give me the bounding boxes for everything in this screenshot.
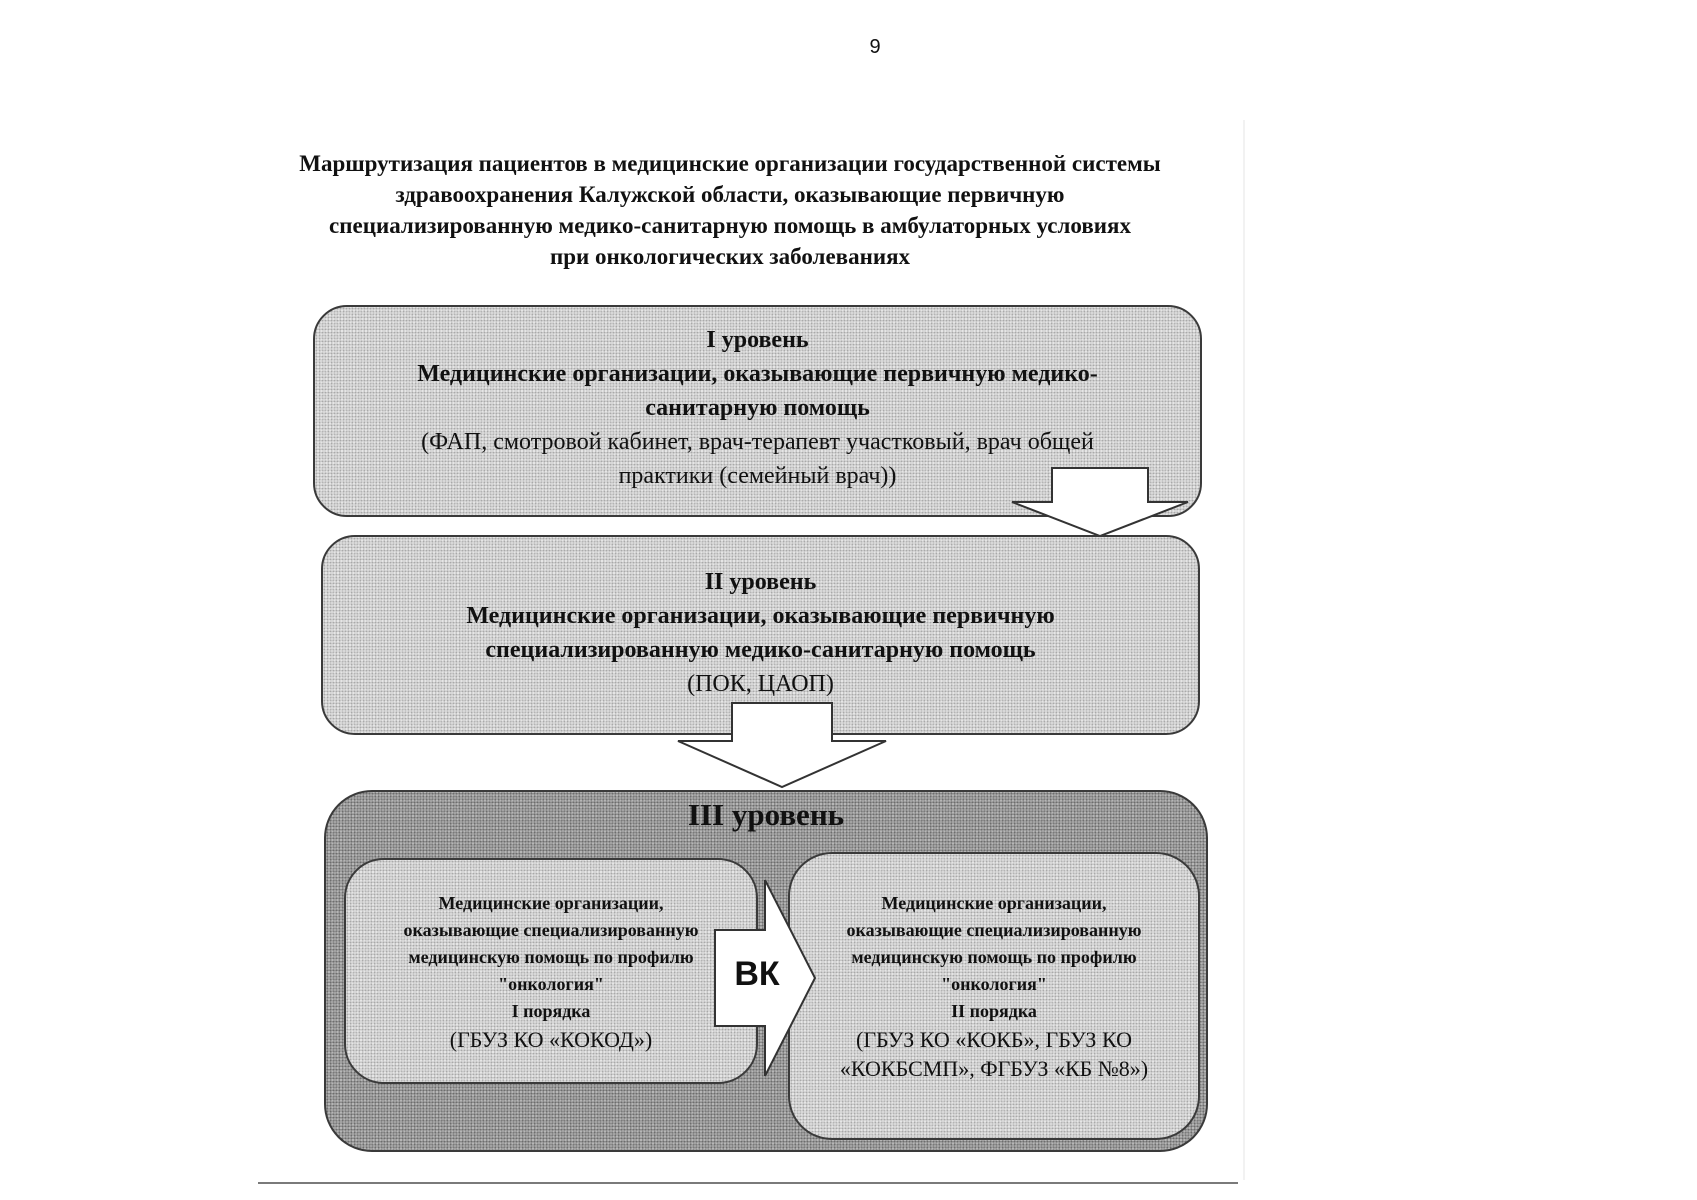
level-3-first-order-box: Медицинские организации, оказывающие спе…	[344, 858, 758, 1084]
second-order-text: медицинскую помощь по профилю	[851, 947, 1137, 967]
bottom-rule	[258, 1182, 1238, 1184]
first-order-text: Медицинские организации,	[438, 893, 664, 913]
level-1-heading: I уровень	[706, 327, 809, 353]
second-order-detail: «КОКБСМП», ФГБУЗ «КБ №8»)	[839, 1056, 1149, 1081]
scan-edge-line	[1243, 120, 1245, 1180]
level-1-description: Медицинские организации, оказывающие пер…	[417, 361, 1098, 387]
title-line: при онкологических заболеваниях	[549, 244, 911, 269]
first-order-text: оказывающие специализированную	[403, 920, 699, 940]
vk-label: ВК	[734, 955, 780, 993]
level-3-box: III уровень Медицинские организации, ока…	[324, 790, 1208, 1152]
title-line: специализированную медико-санитарную пом…	[329, 213, 1131, 238]
arrow-down-level1-to-level2	[1011, 467, 1189, 538]
page-number: 9	[869, 36, 881, 58]
level-2-detail: (ПОК, ЦАОП)	[687, 671, 834, 697]
second-order-detail: (ГБУЗ КО «КОКБ», ГБУЗ КО	[856, 1027, 1132, 1052]
first-order-detail: (ГБУЗ КО «КОКОД»)	[449, 1027, 653, 1052]
level-1-description: санитарную помощь	[645, 395, 870, 421]
second-order-text: "онкология"	[941, 974, 1047, 994]
arrow-right-vk	[714, 879, 817, 1077]
title-line: здравоохранения Калужской области, оказы…	[395, 182, 1065, 207]
first-order-text: I порядка	[511, 1001, 591, 1021]
level-2-description: Медицинские организации, оказывающие пер…	[466, 603, 1055, 629]
level-3-second-order-box: Медицинские организации, оказывающие спе…	[788, 852, 1200, 1140]
level-3-heading: III уровень	[687, 797, 845, 832]
arrow-down-level2-to-level3	[677, 702, 887, 789]
level-1-box: I уровень Медицинские организации, оказы…	[313, 305, 1202, 517]
level-2-heading: II уровень	[704, 569, 817, 595]
level-1-detail: практики (семейный врач))	[618, 463, 897, 489]
level-1-detail: (ФАП, смотровой кабинет, врач-терапевт у…	[421, 429, 1094, 455]
second-order-text: II порядка	[951, 1001, 1037, 1021]
second-order-text: Медицинские организации,	[881, 893, 1107, 913]
second-order-text: оказывающие специализированную	[846, 920, 1142, 940]
title-line: Маршрутизация пациентов в медицинские ор…	[299, 151, 1161, 176]
level-2-description: специализированную медико-санитарную пом…	[485, 637, 1036, 663]
first-order-text: "онкология"	[498, 974, 604, 994]
first-order-text: медицинскую помощь по профилю	[408, 947, 694, 967]
document-title: Маршрутизация пациентов в медицинские ор…	[240, 148, 1220, 272]
